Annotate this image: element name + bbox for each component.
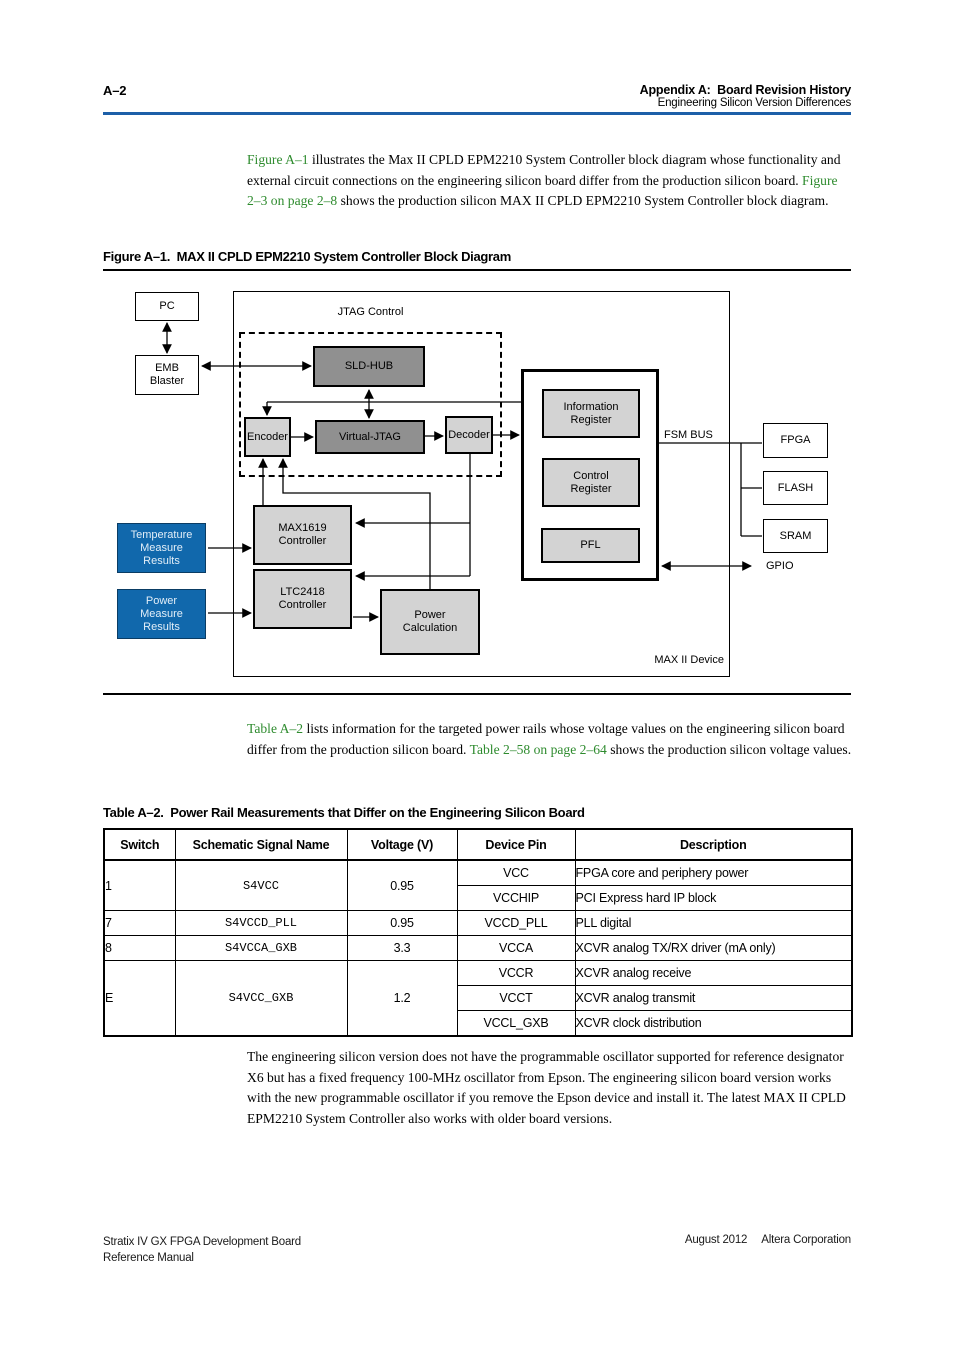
cell-switch: 7: [103, 910, 176, 936]
cell-switch: 1: [103, 859, 176, 911]
cell-description: XCVR analog receive: [574, 960, 853, 986]
cell-voltage: 0.95: [346, 910, 458, 936]
diagram-box-sram: SRAM: [763, 519, 828, 553]
col-header-device-pin: Device Pin: [456, 828, 576, 861]
diagram-box-flash: FLASH: [763, 471, 828, 505]
table-row: 7 S4VCCD_PLL 0.95 VCCD_PLL PLL digital: [103, 910, 853, 936]
footer-doc-title: Stratix IV GX FPGA Development Board Ref…: [103, 1234, 301, 1266]
header-rule: [103, 112, 851, 115]
table-intro-text-2: shows the production silicon voltage val…: [606, 741, 852, 757]
cell-pin: VCCA: [456, 935, 576, 961]
diagram-box-pc: PC: [135, 292, 199, 321]
link-table-a2[interactable]: Table A–2: [247, 721, 304, 736]
cell-voltage: 3.3: [346, 935, 458, 961]
link-table-2-58[interactable]: Table 2–58 on page 2–64: [469, 741, 607, 757]
table-row: VCCL_GXB XCVR clock distribution: [104, 1010, 853, 1037]
col-header-switch: Switch: [103, 828, 176, 861]
table-caption: Table A–2. Power Rail Measurements that …: [103, 805, 585, 820]
figure-bottom-rule: [103, 693, 851, 695]
cell-description: FPGA core and periphery power: [574, 859, 853, 886]
max-ii-device-label: MAX II Device: [654, 654, 724, 666]
power-rail-table: Switch Schematic Signal Name Voltage (V)…: [103, 828, 853, 1037]
figure-caption: Figure A–1. MAX II CPLD EPM2210 System C…: [103, 249, 511, 264]
running-header-subtitle: Engineering Silicon Version Differences: [657, 97, 852, 109]
table-row: E S4VCC_GXB 1.2 VCCR XCVR analog receive: [103, 960, 853, 1037]
cell-signal: S4VCCD_PLL: [174, 910, 348, 936]
table-header-row: Switch Schematic Signal Name Voltage (V)…: [103, 828, 853, 861]
running-header: Appendix A: Board Revision History Engin…: [639, 83, 852, 110]
diagram-box-sld-hub: SLD-HUB: [313, 346, 425, 387]
cell-pin: VCCL_GXB: [456, 1010, 576, 1037]
cell-voltage: 0.95: [346, 859, 458, 911]
cell-description: XCVR analog transmit: [574, 985, 853, 1011]
diagram-box-decoder: Decoder: [445, 416, 493, 454]
footer-doc-line1: Stratix IV GX FPGA Development Board: [103, 1236, 301, 1248]
diagram-box-virtual-jtag: Virtual-JTAG: [315, 420, 425, 454]
cell-description: XCVR clock distribution: [574, 1010, 853, 1037]
cell-pin: VCCT: [456, 985, 576, 1011]
diagram-box-power-calculation: Power Calculation: [380, 589, 480, 655]
footer-publisher: August 2012 Altera Corporation: [685, 1234, 851, 1246]
diagram-box-fpga: FPGA: [763, 423, 828, 458]
diagram-box-information-register: Information Register: [542, 389, 640, 438]
cell-pin: VCCD_PLL: [456, 910, 576, 936]
footer-date: August 2012: [684, 1234, 748, 1246]
footer-company: Altera Corporation: [761, 1234, 851, 1246]
col-header-description: Description: [574, 828, 853, 861]
closing-paragraph: The engineering silicon version does not…: [247, 1049, 846, 1126]
cell-switch: 8: [103, 935, 176, 961]
diagram-box-emb-blaster: EMB Blaster: [135, 355, 199, 395]
footer-doc-line2: Reference Manual: [103, 1252, 194, 1264]
gpio-label: GPIO: [766, 560, 794, 572]
link-figure-2-3[interactable]: Figure 2–3 on page 2–8: [247, 172, 838, 209]
cell-signal: S4VCC_GXB: [174, 960, 348, 1037]
diagram-box-encoder: Encoder: [244, 417, 291, 457]
running-header-title: Appendix A: Board Revision History: [639, 83, 852, 97]
cell-description: PLL digital: [574, 910, 853, 936]
cell-signal: S4VCC: [174, 859, 348, 911]
table-row: 1 S4VCC 0.95 VCC FPGA core and periphery…: [103, 859, 853, 911]
diagram-box-pfl: PFL: [541, 528, 640, 563]
cell-switch: E: [103, 960, 176, 1037]
jtag-control-label: JTAG Control: [337, 306, 404, 318]
table-intro-paragraph: Table A–2 lists information for the targ…: [247, 719, 853, 760]
table-row: VCCHIP PCI Express hard IP block: [104, 885, 853, 911]
diagram-box-power-measure-results: Power Measure Results: [117, 589, 206, 639]
diagram-box-max1619-controller: MAX1619 Controller: [253, 505, 352, 565]
col-header-signal: Schematic Signal Name: [174, 828, 348, 861]
table-row: 8 S4VCCA_GXB 3.3 VCCA XCVR analog TX/RX …: [103, 935, 853, 961]
col-header-voltage: Voltage (V): [346, 828, 458, 861]
table-intro-text-1: lists information for the targeted power…: [247, 721, 845, 757]
max-ii-device-outline: [233, 291, 730, 677]
jtag-control-region: [239, 332, 502, 477]
cell-description: XCVR analog TX/RX driver (mA only): [574, 935, 853, 961]
link-figure-a1[interactable]: Figure A–1: [247, 152, 309, 167]
cell-signal: S4VCCA_GXB: [174, 935, 348, 961]
diagram-box-temperature-measure-results: Temperature Measure Results: [117, 523, 206, 573]
cell-description: PCI Express hard IP block: [574, 885, 853, 911]
cell-pin: VCCR: [456, 960, 576, 986]
intro-text-1: illustrates the Max II CPLD EPM2210 Syst…: [247, 152, 841, 188]
figure-top-rule: [103, 269, 851, 271]
intro-text-2: shows the production silicon MAX II CPLD…: [337, 193, 829, 208]
cell-voltage: 1.2: [346, 960, 458, 1037]
table-row: VCCT XCVR analog transmit: [104, 985, 853, 1011]
intro-paragraph: Figure A–1 illustrates the Max II CPLD E…: [247, 150, 853, 212]
diagram-box-ltc2418-controller: LTC2418 Controller: [253, 569, 352, 629]
page-number: A–2: [103, 83, 127, 98]
cell-pin: VCC: [456, 859, 576, 886]
fsm-bus-label: FSM BUS: [664, 429, 713, 441]
diagram-box-control-register: Control Register: [542, 458, 640, 507]
cell-pin: VCCHIP: [456, 885, 576, 911]
